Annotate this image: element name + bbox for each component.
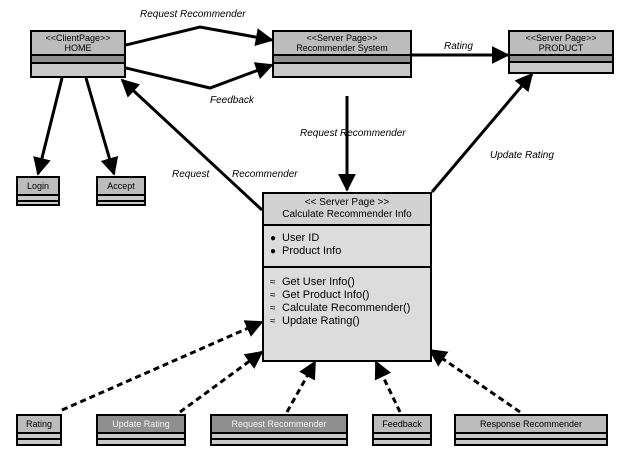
edge-home-to-login [33, 77, 64, 176]
feedback-name: Feedback [374, 416, 430, 434]
attribute-row: ●Product Info [270, 245, 342, 257]
operation-row: ≈Update Rating() [270, 315, 360, 327]
edge-label-feedback: Feedback [210, 95, 254, 106]
method-icon: ≈ [270, 277, 276, 288]
class-response-recommender: Response Recommender [454, 414, 608, 446]
method-icon: ≈ [270, 290, 276, 301]
class-product: <<Server Page>> PRODUCT [508, 30, 614, 74]
edge-feedback-dependency [374, 360, 402, 413]
method-icon: ≈ [270, 316, 276, 327]
class-login: Login [16, 176, 60, 206]
edge-label-recommender: Recommender [232, 169, 298, 180]
database-icon: ● [270, 233, 277, 244]
edge-rating-dependency [61, 320, 264, 412]
class-feedback: Feedback [372, 414, 432, 446]
edge-label-rating: Rating [444, 41, 473, 52]
attribute-row: ●User ID [270, 232, 320, 244]
edge-home-to-accept [84, 77, 119, 176]
class-recommender-system: <<Server Page>> Recommender System [272, 30, 412, 78]
edge-label-request-recommender-mid: Request Recommender [300, 128, 406, 139]
edge-calculate-to-product [430, 72, 534, 193]
calculate-name: Calculate Recommender Info [282, 209, 412, 220]
attributes-compartment: ●User ID ●Product Info [264, 226, 430, 268]
database-icon: ● [270, 246, 277, 257]
class-calculate-recommender-info: << Server Page >> Calculate Recommender … [262, 192, 432, 362]
method-icon: ≈ [270, 303, 276, 314]
class-home: <<ClientPage>> HOME [30, 30, 126, 78]
recommender-name: Recommender System [296, 43, 388, 53]
class-rating: Rating [16, 414, 62, 446]
class-update-rating: Update Rating [96, 414, 186, 446]
product-stereotype: <<Server Page>> [525, 33, 597, 43]
rating-name: Rating [18, 416, 60, 434]
accept-name: Accept [98, 178, 144, 196]
update-rating-name: Update Rating [98, 416, 184, 434]
edge-calculate-to-home [120, 78, 264, 212]
recommender-stereotype: <<Server Page>> [306, 33, 378, 43]
response-recommender-name: Response Recommender [456, 416, 606, 434]
operations-compartment: ≈Get User Info() ≈Get Product Info() ≈Ca… [264, 268, 430, 332]
operation-row: ≈Get Product Info() [270, 289, 370, 301]
operation-row: ≈Calculate Recommender() [270, 302, 411, 314]
edge-label-request-recommender-top: Request Recommender [140, 9, 246, 20]
edge-update-rating-dependency [179, 350, 264, 414]
home-stereotype: <<ClientPage>> [45, 33, 111, 43]
edge-request-recommender-dependency [285, 360, 317, 413]
home-name: HOME [64, 43, 92, 53]
class-accept: Accept [96, 176, 146, 206]
product-name: PRODUCT [538, 43, 584, 53]
request-recommender-name: Request Recommender [212, 416, 346, 434]
edge-label-update-rating: Update Rating [490, 150, 554, 161]
operation-row: ≈Get User Info() [270, 276, 355, 288]
edge-label-request: Request [172, 169, 210, 180]
login-name: Login [18, 178, 58, 196]
edge-home-to-recommender-request [125, 25, 274, 47]
edge-home-to-recommender-feedback [125, 62, 274, 90]
class-request-recommender: Request Recommender [210, 414, 348, 446]
calculate-stereotype: << Server Page >> [304, 197, 390, 208]
edge-response-recommender-dependency [428, 348, 521, 414]
